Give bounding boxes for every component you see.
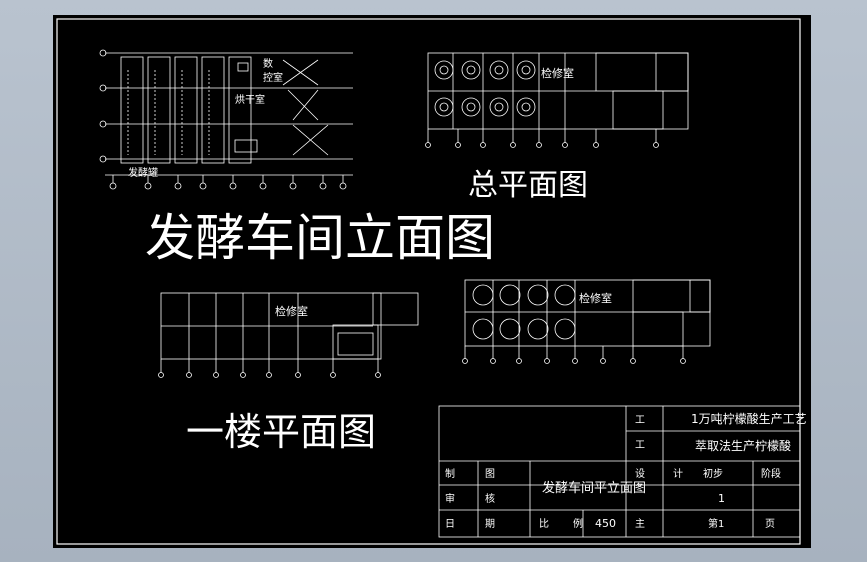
tb-page-a: 第1 <box>708 517 724 530</box>
tb-he: 核 <box>485 492 495 505</box>
repair-room-label-right: 检修室 <box>579 291 612 305</box>
tb-shen: 审 <box>445 492 455 505</box>
tb-row-label-2: 工 <box>635 440 645 451</box>
cad-drawing: 发酵罐 烘干室 数 控室 检修室 总平面图 发酵车间立面图 <box>56 18 807 545</box>
project-line-1: 1万吨柠檬酸生产工艺 <box>691 411 807 426</box>
tb-she: 设 <box>635 468 645 480</box>
tb-row-label-1: 工 <box>635 415 645 426</box>
general-plan-title: 总平面图 <box>468 168 588 203</box>
tb-stage-b: 阶段 <box>761 467 781 480</box>
drawing-sheet: 发酵罐 烘干室 数 控室 检修室 总平面图 发酵车间立面图 <box>53 15 811 548</box>
tb-zhi: 制 <box>445 467 455 480</box>
drying-room-label: 烘干室 <box>235 93 265 106</box>
drawing-border <box>56 18 801 545</box>
tb-zhu: 主 <box>635 518 645 530</box>
tb-qi: 期 <box>485 518 495 530</box>
drawing-name: 发酵车间平立面图 <box>542 480 646 496</box>
tb-stage-a: 初步 <box>703 467 723 480</box>
second-plan-drawing <box>462 279 711 364</box>
tb-ri: 日 <box>445 519 455 530</box>
first-floor-title: 一楼平面图 <box>186 410 376 454</box>
repair-room-label-floor: 检修室 <box>275 304 308 318</box>
tb-scale: 450 <box>595 517 616 530</box>
first-floor-plan-drawing <box>158 292 419 378</box>
tb-ji: 计 <box>673 467 683 480</box>
elevation-title: 发酵车间立面图 <box>145 209 495 267</box>
title-block <box>438 405 801 538</box>
tb-tu: 图 <box>485 468 495 480</box>
repair-room-label-top: 检修室 <box>541 66 574 80</box>
project-line-2: 萃取法生产柠檬酸 <box>695 438 791 453</box>
tb-sheet-no: 1 <box>718 492 725 505</box>
general-plan-drawing <box>425 52 689 148</box>
elevation-drawing <box>99 49 353 190</box>
control-room-label-2: 控室 <box>263 71 283 84</box>
tb-li: 例 <box>573 517 583 530</box>
control-room-label-1: 数 <box>263 57 273 70</box>
tb-page-b: 页 <box>765 518 775 530</box>
tb-bi: 比 <box>539 518 549 530</box>
fermentation-tank-label: 发酵罐 <box>128 166 158 179</box>
